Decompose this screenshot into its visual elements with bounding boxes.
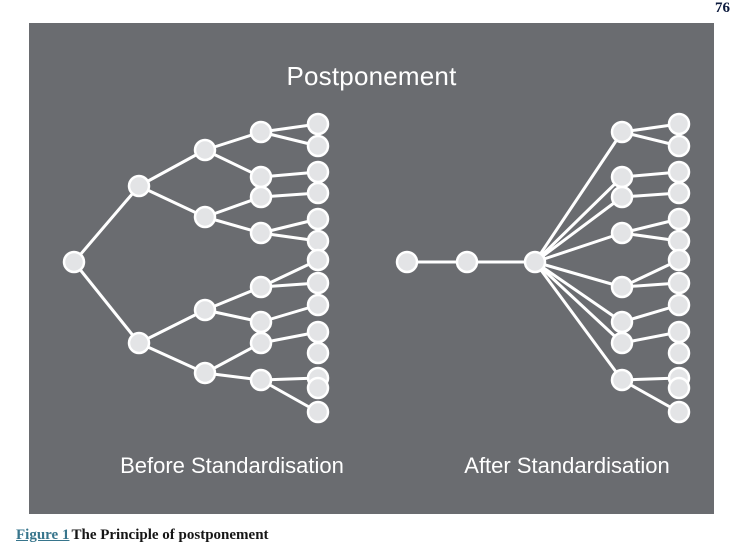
diagram-node — [306, 400, 330, 424]
diagram-nodes-layer — [62, 112, 691, 424]
diagram-edge — [533, 195, 624, 264]
diagram-node — [610, 310, 634, 334]
diagram-edge — [72, 184, 141, 264]
page-number: 76 — [715, 0, 730, 16]
figure-title: Postponement — [286, 61, 457, 91]
diagram-node — [306, 229, 330, 253]
diagram-edge — [533, 260, 624, 289]
diagram-node — [455, 250, 479, 274]
diagram-edge — [533, 231, 624, 264]
diagram-node — [610, 120, 634, 144]
diagram-node — [306, 160, 330, 184]
diagram-node — [306, 341, 330, 365]
diagram-node — [306, 320, 330, 344]
panel-caption-before: Before Standardisation — [120, 453, 344, 478]
diagram-node — [249, 275, 273, 299]
diagram-node — [193, 138, 217, 162]
diagram-node — [667, 320, 691, 344]
diagram-node — [306, 134, 330, 158]
figure-panel: Postponement Before Standardisation Afte… — [29, 23, 714, 514]
diagram-node — [667, 134, 691, 158]
diagram-node — [249, 165, 273, 189]
diagram-edge — [72, 260, 141, 345]
diagram-node — [667, 160, 691, 184]
diagram-node — [610, 221, 634, 245]
diagram-node — [667, 248, 691, 272]
diagram-node — [249, 120, 273, 144]
panel-caption-after: After Standardisation — [464, 453, 670, 478]
diagram-node — [306, 293, 330, 317]
diagram-edge — [137, 308, 207, 345]
diagram-node — [306, 181, 330, 205]
diagram-node — [667, 376, 691, 400]
diagram-edge — [533, 260, 624, 382]
diagram-node — [306, 248, 330, 272]
diagram-node — [667, 271, 691, 295]
diagram-edge — [533, 130, 624, 264]
diagram-node — [193, 361, 217, 385]
diagram-node — [610, 331, 634, 355]
figure-caption-link[interactable]: Figure 1 — [16, 527, 70, 543]
diagram-node — [62, 250, 86, 274]
diagram-node — [610, 165, 634, 189]
diagram-node — [306, 207, 330, 231]
diagram-node — [249, 310, 273, 334]
diagram-edge — [137, 184, 207, 219]
diagram-node — [306, 271, 330, 295]
diagram-node — [395, 250, 419, 274]
diagram-node — [610, 185, 634, 209]
diagram-node — [249, 331, 273, 355]
diagram-node — [249, 185, 273, 209]
diagram-node — [193, 205, 217, 229]
diagram-node — [306, 376, 330, 400]
postponement-diagram — [62, 112, 691, 424]
diagram-node — [667, 400, 691, 424]
diagram-node — [610, 368, 634, 392]
diagram-node — [193, 298, 217, 322]
diagram-node — [610, 275, 634, 299]
diagram-node — [667, 181, 691, 205]
diagram-node — [127, 331, 151, 355]
diagram-node — [249, 221, 273, 245]
diagram-node — [667, 341, 691, 365]
diagram-node — [523, 250, 547, 274]
diagram-edge — [137, 148, 207, 188]
diagram-node — [306, 112, 330, 136]
diagram-edge — [533, 260, 624, 345]
diagram-node — [667, 112, 691, 136]
diagram-node — [667, 207, 691, 231]
figure-caption-text: The Principle of postponement — [71, 527, 269, 543]
diagram-edge — [533, 175, 624, 264]
diagram-edge — [137, 341, 207, 375]
diagram-node — [667, 229, 691, 253]
diagram-node — [667, 293, 691, 317]
diagram-node — [127, 174, 151, 198]
diagram-node — [249, 368, 273, 392]
diagram-edges-layer — [72, 122, 681, 414]
diagram-edge — [533, 260, 624, 324]
